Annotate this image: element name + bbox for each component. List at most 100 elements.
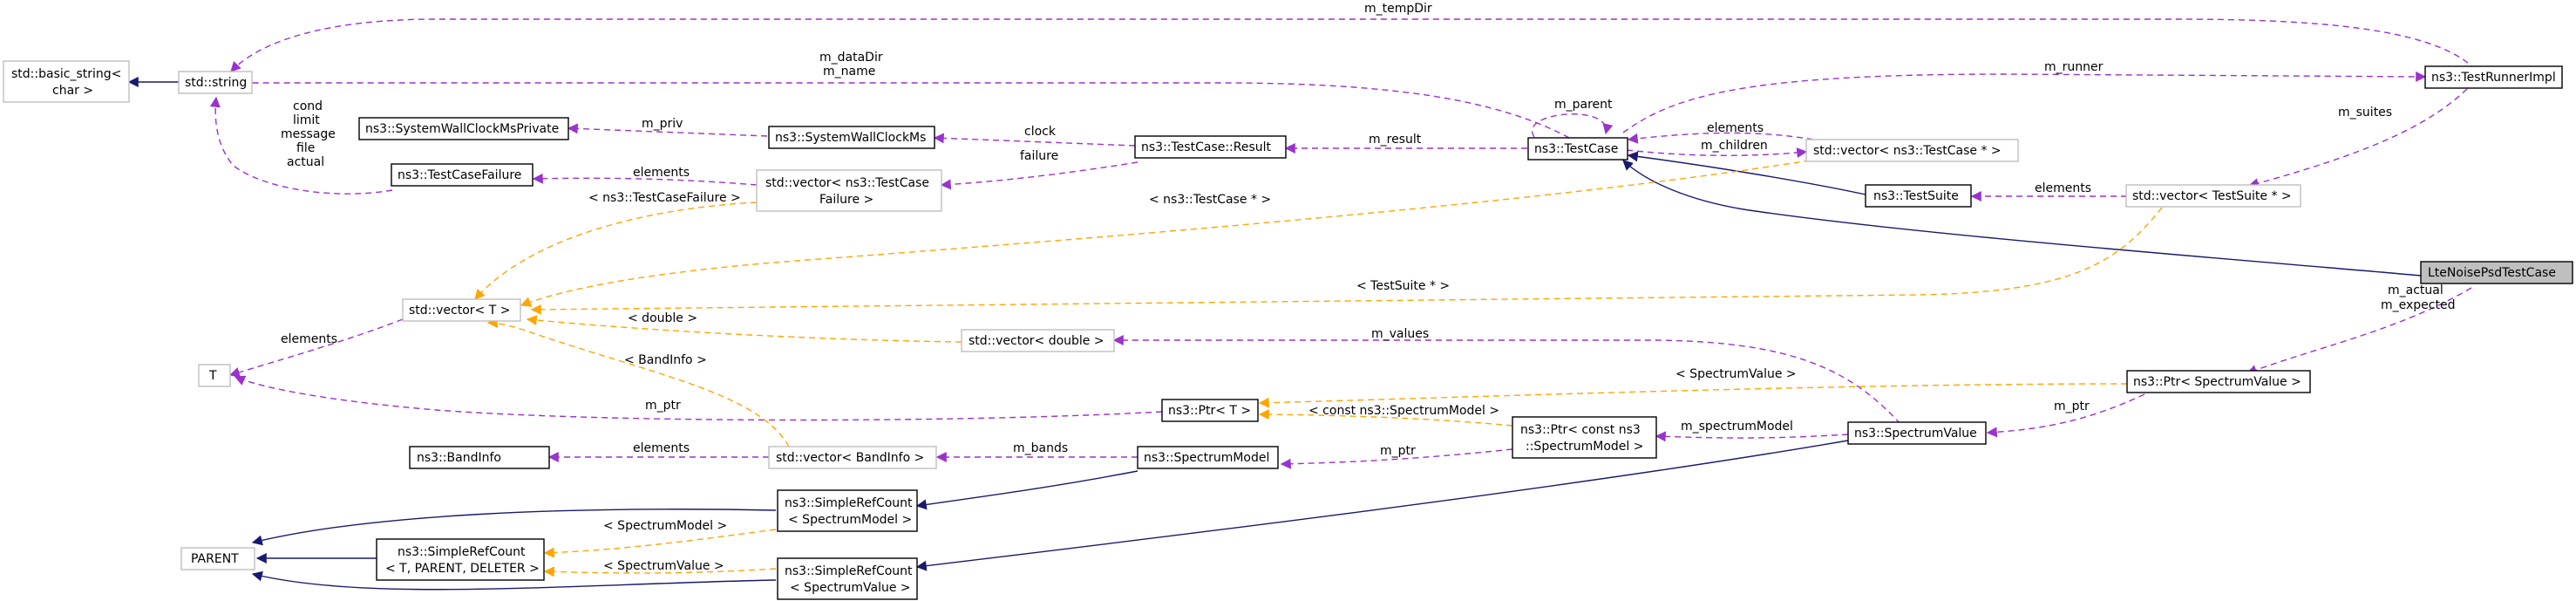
svg-text:< SpectrumValue >: < SpectrumValue > (790, 581, 911, 595)
svg-text:< T, PARENT, DELETER >: < T, PARENT, DELETER > (385, 562, 540, 576)
svg-text:ns3::TestCase::Result: ns3::TestCase::Result (1141, 140, 1272, 154)
node-ptr-spectrum-value[interactable]: ns3::Ptr< SpectrumValue > (2126, 370, 2311, 393)
label-elements-tc: elements (1707, 121, 1764, 135)
svg-text:std::vector< ns3::TestCase * >: std::vector< ns3::TestCase * > (1813, 144, 2002, 158)
node-test-runner-impl[interactable]: ns3::TestRunnerImpl (2424, 65, 2563, 89)
node-vector-test-case-failure[interactable]: std::vector< ns3::TestCase Failure > (756, 169, 942, 212)
svg-text:ns3::TestCaseFailure: ns3::TestCaseFailure (398, 168, 521, 182)
svg-text:ns3::Ptr< const ns3: ns3::Ptr< const ns3 (1520, 423, 1641, 437)
node-system-wall-clock-ms[interactable]: ns3::SystemWallClockMs (768, 126, 935, 149)
edge-tpl-double (526, 315, 962, 343)
label-m-ptr-sv: m_ptr (2054, 400, 2090, 413)
node-simple-ref-count-spectrum-value[interactable]: ns3::SimpleRefCount < SpectrumValue > (777, 557, 918, 600)
svg-text:T: T (208, 369, 217, 383)
node-lte-noise-psd-test-case[interactable]: LteNoisePsdTestCase (2420, 261, 2573, 284)
svg-text:PARENT: PARENT (191, 552, 239, 566)
edge-m-tempdir (230, 18, 2477, 72)
node-test-case[interactable]: ns3::TestCase (1527, 137, 1628, 160)
node-spectrum-model[interactable]: ns3::SpectrumModel (1137, 446, 1279, 469)
label-elements-ts: elements (2035, 181, 2091, 195)
svg-text:ns3::TestRunnerImpl: ns3::TestRunnerImpl (2431, 71, 2556, 85)
edge-m-actual (2246, 287, 2472, 375)
edge-m-ptr-csm (1280, 448, 1513, 469)
node-test-case-result[interactable]: ns3::TestCase::Result (1134, 135, 1287, 159)
node-system-wall-clock-ms-private[interactable]: ns3::SystemWallClockMsPrivate (358, 117, 569, 140)
edge-clock (933, 133, 1136, 147)
label-m-runner: m_runner (2044, 60, 2104, 74)
label-tc-failure-tpl: < ns3::TestCaseFailure > (588, 191, 741, 205)
label-m-tempdir: m_tempDir (1364, 2, 1432, 16)
node-band-info[interactable]: ns3::BandInfo (409, 446, 550, 469)
label-bandinfo-tpl: < BandInfo > (624, 353, 707, 367)
svg-text:std::vector< T >: std::vector< T > (409, 304, 510, 318)
edge-tpl-tcfailure (474, 201, 758, 300)
svg-text:std::string: std::string (185, 76, 247, 90)
svg-text:std::vector< double >: std::vector< double > (969, 334, 1104, 348)
label-cond: cond (293, 99, 323, 113)
node-vector-test-suite-ptr[interactable]: std::vector< TestSuite * > (2125, 184, 2301, 208)
node-spectrum-value[interactable]: ns3::SpectrumValue (1847, 421, 1987, 445)
node-vector-test-case-ptr[interactable]: std::vector< ns3::TestCase * > (1805, 139, 2019, 162)
edge-sm-srcsm (915, 470, 1138, 510)
label-elements-bi: elements (633, 441, 690, 455)
edge-failure (940, 161, 1138, 190)
svg-text:ns3::SimpleRefCount: ns3::SimpleRefCount (785, 564, 913, 578)
label-elements-t: elements (281, 332, 337, 346)
svg-text:ns3::Ptr< SpectrumValue >: ns3::Ptr< SpectrumValue > (2133, 375, 2301, 389)
node-basic-string[interactable]: std::basic_string< char > (3, 60, 130, 103)
edge-m-children (1626, 147, 1808, 159)
label-file: file (296, 141, 315, 155)
svg-text:< SpectrumModel >: < SpectrumModel > (788, 513, 912, 527)
label-sv-tpl2: < SpectrumValue > (603, 559, 724, 573)
label-m-actual: m_actual (2388, 283, 2443, 297)
label-m-priv: m_priv (642, 117, 683, 131)
node-std-string[interactable]: std::string (178, 71, 253, 94)
label-limit: limit (293, 113, 320, 127)
svg-text:ns3::SpectrumModel: ns3::SpectrumModel (1144, 451, 1269, 465)
edge-tpl-srcsm (543, 529, 777, 558)
label-actual: actual (287, 155, 324, 169)
edge-m-suites (2247, 88, 2468, 188)
label-m-parent: m_parent (1554, 98, 1613, 112)
node-test-suite[interactable]: ns3::TestSuite (1865, 184, 1972, 208)
label-clock: clock (1024, 125, 1057, 139)
svg-text:::SpectrumModel >: ::SpectrumModel > (1526, 440, 1644, 454)
node-simple-ref-count-t-parent-deleter[interactable]: ns3::SimpleRefCount < T, PARENT, DELETER… (376, 538, 545, 581)
label-elements-tcf: elements (633, 166, 690, 180)
svg-text:std::vector< ns3::TestCase: std::vector< ns3::TestCase (765, 176, 929, 190)
node-test-case-failure[interactable]: ns3::TestCaseFailure (391, 163, 534, 187)
label-m-name: m_name (823, 65, 875, 79)
label-m-values: m_values (1371, 327, 1429, 341)
label-double-tpl: < double > (628, 311, 697, 325)
svg-text:ns3::Ptr< T >: ns3::Ptr< T > (1168, 404, 1251, 418)
edge-m-parent (1531, 113, 1614, 138)
node-simple-ref-count-spectrum-model[interactable]: ns3::SimpleRefCount < SpectrumModel > (777, 489, 918, 532)
svg-text:ns3::SystemWallClockMsPrivate: ns3::SystemWallClockMsPrivate (365, 122, 559, 136)
node-t[interactable]: T (198, 364, 231, 387)
label-const-sm-tpl: < const ns3::SpectrumModel > (1308, 404, 1499, 418)
edge-srcsm-parent (251, 509, 777, 546)
node-vector-t[interactable]: std::vector< T > (402, 298, 521, 322)
svg-text:ns3::SimpleRefCount: ns3::SimpleRefCount (785, 496, 913, 510)
svg-text:char >: char > (52, 84, 93, 98)
label-sm-tpl: < SpectrumModel > (603, 519, 727, 533)
edge-m-ptr-sv (1986, 393, 2145, 438)
label-message: message (281, 127, 336, 141)
label-m-result: m_result (1369, 133, 1422, 147)
node-parent[interactable]: PARENT (180, 547, 255, 570)
node-vector-double[interactable]: std::vector< double > (961, 329, 1115, 352)
edge-tpl-tcstar (520, 156, 1832, 307)
label-m-bands: m_bands (1013, 441, 1068, 455)
edge-sv-srcsv (915, 440, 1849, 571)
edge-m-values (1112, 335, 1901, 425)
svg-text:ns3::TestSuite: ns3::TestSuite (1873, 189, 1959, 203)
edge-lte-testcase (1622, 160, 2422, 277)
label-ts-star-tpl: < TestSuite * > (1356, 279, 1450, 293)
edge-m-spectrummodel (1655, 431, 1849, 442)
label-m-suites: m_suites (2338, 106, 2392, 120)
node-ptr-const-spectrum-model[interactable]: ns3::Ptr< const ns3 ::SpectrumModel > (1512, 416, 1657, 459)
label-m-spectrummodel: m_spectrumModel (1681, 420, 1793, 434)
node-vector-band-info[interactable]: std::vector< BandInfo > (768, 446, 937, 469)
node-ptr-t[interactable]: ns3::Ptr< T > (1161, 399, 1259, 422)
